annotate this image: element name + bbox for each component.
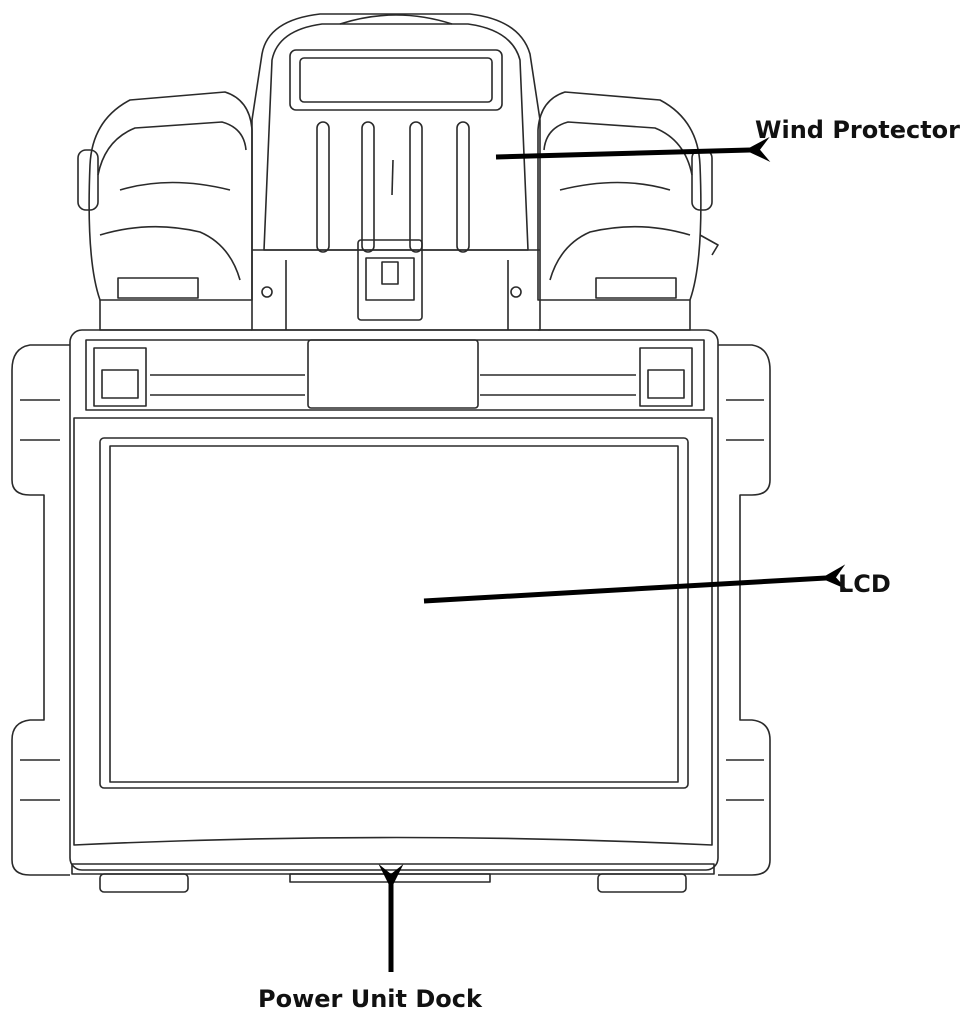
wind-protector-hood — [251, 13, 541, 331]
splicer-body — [11, 329, 771, 876]
power-unit-dock-label: Power Unit Dock — [258, 985, 482, 1013]
lcd-label: LCD — [838, 570, 891, 598]
left-fiber-clamp — [77, 91, 273, 331]
lcd-monitor — [73, 417, 713, 846]
right-fiber-clamp — [510, 91, 719, 331]
wind-protector-label: Wind Protector — [755, 116, 961, 144]
wind-protector-arrow — [495, 136, 771, 162]
lcd-arrow — [423, 564, 847, 604]
